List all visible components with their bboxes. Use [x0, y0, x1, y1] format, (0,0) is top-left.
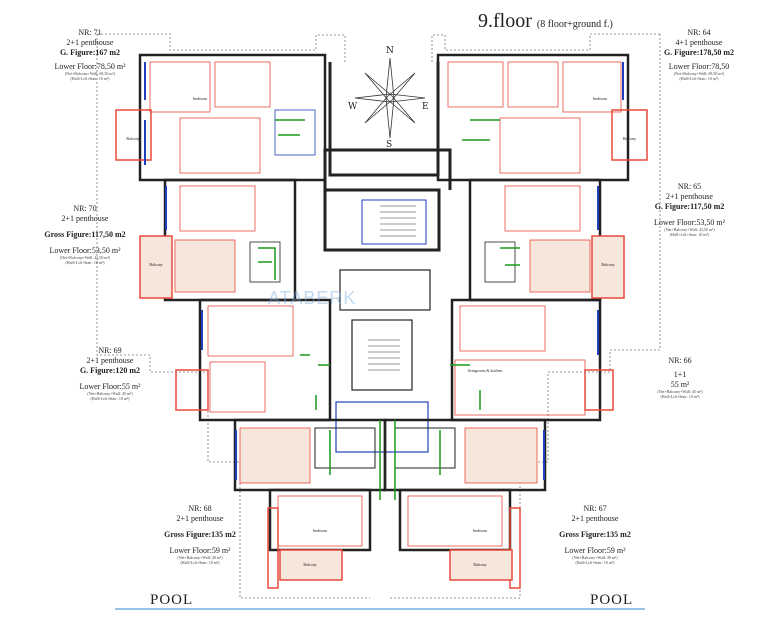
unit-67-figure: Gross Figure:135 m2	[559, 530, 631, 539]
unit-71-lower: Lower Floor:78,50 m²	[54, 62, 126, 71]
room-label-balcony-71: Balcony	[126, 136, 140, 141]
unit-66-area: 55 m²	[670, 380, 690, 389]
unit-66-nr: NR: 66	[668, 356, 692, 365]
unit-70-figure: Gross Figure:117,50 m2	[44, 230, 126, 239]
unit-69-note2: (Hall+Lift+Stair: 10 m²)	[90, 395, 130, 401]
unit-67-lower: Lower Floor:59 m²	[564, 546, 626, 555]
room-label-balcony-64: Balcony	[622, 136, 637, 141]
room-label-balcony-67: Balcony	[473, 562, 487, 567]
unit-65-type: 2+1 penthouse	[666, 192, 713, 201]
unit-69-note: (Net+Balcony+Wall: 45 m²)	[87, 391, 133, 396]
unit-65-figure: G. Figure:117,50 m2	[654, 202, 725, 211]
compass-n: N	[386, 46, 394, 56]
unit-71-label: NR: 71 2+1 penthouse G. Figure:167 m2 Lo…	[40, 28, 140, 82]
unit-70-type: 2+1 penthouse	[61, 214, 109, 223]
unit-66	[450, 298, 614, 422]
compass-rose: N S W E	[348, 46, 430, 150]
room-label-bedroom-68: bedroom	[312, 528, 328, 533]
unit-65-note2: (Hall+Lift+Stair: 10 m²)	[669, 231, 710, 237]
room-label-balcony-65: Balcony	[601, 262, 615, 267]
unit-64-type: 4+1 penthouse	[675, 38, 723, 47]
unit-65-nr: NR: 65	[677, 182, 702, 191]
compass-icon	[354, 57, 426, 139]
floor-title: 9.floor (8 floor+ground f.)	[478, 10, 613, 33]
unit-70-label: NR: 70 2+1 penthouse Gross Figure:117,50…	[30, 204, 140, 266]
unit-64-note2: (Hall+Lift+Stair: 10 m²)	[679, 75, 719, 81]
unit-68-label: NR: 68 2+1 penthouse Gross Figure:135 m2…	[150, 504, 250, 566]
unit-71-nr: NR: 71	[78, 28, 102, 37]
room-label-balcony-70: Balcony	[149, 262, 163, 267]
watermark: ATABERK	[268, 288, 357, 308]
room-label-bedroom-71: bedroom	[192, 96, 208, 101]
unit-70-lower: Lower Floor:53,50 m²	[49, 246, 121, 255]
pool-label-right: POOL	[590, 592, 634, 608]
unit-71-type: 2+1 penthouse	[66, 38, 114, 47]
unit-69-figure: G. Figure:120 m2	[79, 366, 141, 375]
doors	[258, 119, 520, 500]
unit-64-label: NR: 64 4+1 penthouse G. Figure:178,50 m2…	[645, 28, 753, 82]
stairs-center	[368, 205, 416, 371]
unit-69-label: NR: 69 2+1 penthouse G. Figure:120 m2 Lo…	[55, 346, 165, 402]
unit-64-nr: NR: 64	[687, 28, 711, 37]
compass-w: W	[348, 102, 358, 112]
unit-65	[468, 178, 625, 302]
unit-71-note2: (Hall+Lift+Stair: 10 m²)	[70, 75, 110, 81]
unit-67-note2: (Hall+Lift+Stair: 10 m²)	[575, 559, 615, 565]
unit-70-note: (Net+Balcony+Wall: 43,50 m²)	[59, 255, 111, 260]
unit-65-note: (Net+Balcony+Wall: 43,50 m²)	[664, 227, 715, 232]
unit-68-lower: Lower Floor:59 m²	[169, 546, 231, 555]
unit-69	[175, 298, 332, 422]
floor-title-sub: (8 floor+ground f.)	[536, 19, 613, 30]
unit-65-lower: Lower Floor:53,50 m²	[653, 218, 726, 227]
room-label-living-66: livingroom & kitchen	[467, 368, 503, 373]
unit-64-note: (Net+Balcony+Wall: 68,50 m²)	[673, 71, 725, 76]
unit-68-type: 2+1 penthouse	[176, 514, 224, 523]
unit-68-note: (Net+Balcony+Wall: 49 m²)	[177, 555, 223, 560]
unit-69-nr: NR: 69	[98, 346, 122, 355]
room-label-bedroom-67: bedroom	[472, 528, 488, 533]
unit-67-note: (Net+Balcony+Wall: 49 m²)	[572, 555, 618, 560]
compass-s: S	[386, 140, 393, 150]
unit-70-nr: NR: 70	[73, 204, 97, 213]
unit-68-nr: NR: 68	[188, 504, 212, 513]
room-label-bedroom-64: bedroom	[592, 96, 608, 101]
unit-71-note: (Net+Balcony+Wall: 68,30 m²)	[64, 71, 116, 76]
unit-71-figure: G. Figure:167 m2	[59, 48, 121, 57]
unit-64-figure: G. Figure:178,50 m2	[663, 48, 735, 57]
unit-68	[233, 418, 387, 589]
unit-67-label: NR: 67 2+1 penthouse Gross Figure:135 m2…	[545, 504, 645, 566]
unit-64	[436, 53, 648, 182]
unit-64-lower: Lower Floor:78,50	[668, 62, 730, 71]
unit-68-figure: Gross Figure:135 m2	[164, 530, 236, 539]
unit-66-note: (Net+Balcony+Wall: 45 m²)	[657, 389, 703, 394]
unit-67-nr: NR: 67	[583, 504, 607, 513]
unit-69-type: 2+1 penthouse	[86, 356, 134, 365]
unit-68-note2: (Hall+Lift+Stair: 10 m²)	[180, 559, 220, 565]
unit-71	[115, 53, 327, 182]
pool-label-left: POOL	[150, 592, 194, 608]
unit-69-lower: Lower Floor:55 m²	[79, 382, 141, 391]
unit-65-label: NR: 65 2+1 penthouse G. Figure:117,50 m2…	[632, 182, 747, 238]
room-label-balcony-68: Balcony	[303, 562, 317, 567]
unit-70-note2: (Hall+Lift+Stair: 10 m²)	[65, 259, 105, 265]
compass-e: E	[422, 102, 429, 112]
unit-66-label: NR: 66 1+1 55 m² (Net+Balcony+Wall: 45 m…	[630, 356, 730, 400]
floor-title-main: 9.floor	[478, 10, 532, 32]
unit-66-note2: (Hall+Lift+Stair: 10 m²)	[660, 393, 700, 399]
unit-66-type: 1+1	[673, 370, 687, 379]
unit-67-type: 2+1 penthouse	[571, 514, 619, 523]
unit-70	[139, 178, 297, 302]
unit-67	[383, 418, 547, 589]
